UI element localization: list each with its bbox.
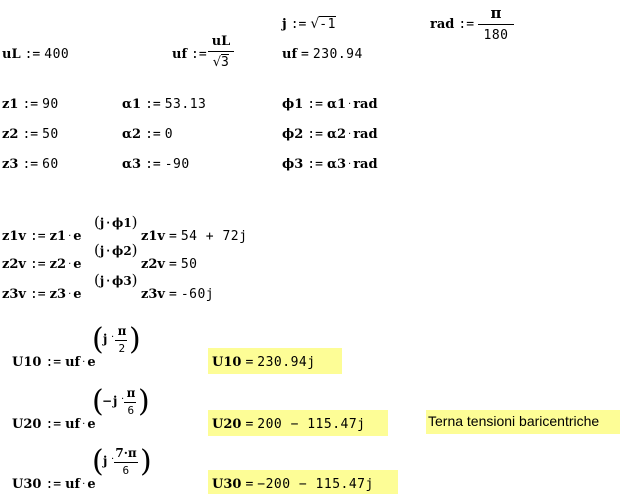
j-definition[interactable]: j:=√-1 — [282, 16, 336, 32]
phi3-definition[interactable]: ϕ3:=α3·rad — [282, 157, 378, 172]
U20-result-highlight — [208, 410, 388, 436]
U10-result-highlight — [208, 348, 342, 374]
note-label: Terna tensioni baricentriche — [428, 413, 600, 429]
U30-result[interactable]: U30=−200 − 115.47j — [212, 477, 374, 492]
U20-definition[interactable]: U20:=uf·e — [12, 417, 96, 432]
U10-exponent: ( j · π 2 ) — [92, 322, 141, 357]
z3v-result[interactable]: z3v=-60j — [141, 287, 215, 302]
rad-definition[interactable]: rad:= — [430, 17, 475, 32]
phi1-definition[interactable]: ϕ1:=α1·rad — [282, 97, 378, 112]
U10-definition[interactable]: U10:=uf·e — [12, 355, 96, 370]
z1-definition[interactable]: z1:=90 — [2, 97, 59, 112]
z1v-exponent: (j·ϕ1) — [94, 213, 138, 231]
rad-fraction: π 180 — [478, 4, 514, 43]
z2v-definition[interactable]: z2v:=z2·e — [2, 257, 82, 272]
U20-exponent: ( − j · π 6 ) — [92, 384, 150, 419]
note-highlight — [426, 410, 620, 434]
U30-exponent: ( j · 7·π 6 ) — [92, 444, 152, 479]
z2v-exponent: (j·ϕ2) — [94, 241, 138, 259]
uf-result[interactable]: uf=230.94 — [282, 47, 363, 62]
alpha2-definition[interactable]: α2:=0 — [122, 127, 174, 142]
sqrt-sign-icon: √ — [212, 55, 221, 70]
phi2-definition[interactable]: ϕ2:=α2·rad — [282, 127, 378, 142]
uf-fraction: uL √3 — [208, 34, 234, 70]
alpha1-definition[interactable]: α1:=53.13 — [122, 97, 207, 112]
sqrt-sign-icon: √ — [310, 16, 320, 32]
U10-result[interactable]: U10=230.94j — [212, 355, 316, 370]
U30-definition[interactable]: U30:=uf·e — [12, 477, 96, 492]
z3v-exponent: (j·ϕ3) — [94, 271, 138, 289]
uL-definition[interactable]: uL:=400 — [2, 47, 70, 62]
z1v-definition[interactable]: z1v:=z1·e — [2, 229, 82, 244]
U20-result[interactable]: U20=200 − 115.47j — [212, 417, 366, 432]
z2-definition[interactable]: z2:=50 — [2, 127, 59, 142]
z1v-result[interactable]: z1v=54 + 72j — [141, 229, 248, 244]
z3-definition[interactable]: z3:=60 — [2, 157, 59, 172]
uf-definition[interactable]: uf:= — [172, 47, 207, 62]
z2v-result[interactable]: z2v=50 — [141, 257, 198, 272]
z3v-definition[interactable]: z3v:=z3·e — [2, 287, 82, 302]
U30-result-highlight — [208, 470, 398, 494]
alpha3-definition[interactable]: α3:=-90 — [122, 157, 190, 172]
